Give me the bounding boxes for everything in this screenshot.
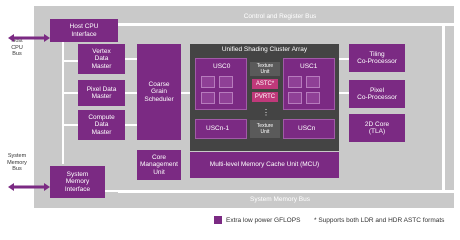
usc0-label: USC0: [213, 63, 231, 70]
vertex-to-scheduler-line: [125, 58, 137, 60]
mcu-block: Multi-level Memory Cache Unit (MCU): [190, 152, 339, 178]
texture-unit-bottom: Texture Unit: [250, 120, 280, 138]
legend-astc-note: * Supports both LDR and HDR ASTC formats: [314, 217, 445, 224]
usc1-label: USC1: [300, 63, 318, 70]
usc1-core-c: [288, 92, 302, 104]
vertex-feed-line: [62, 60, 78, 62]
control-bus-right-drop: [442, 23, 445, 193]
tiling-coprocessor-block: Tiling Co-Processor: [349, 44, 405, 72]
control-bus-label: Control and Register Bus: [243, 13, 317, 20]
uscn-block: [283, 119, 335, 139]
compute-data-master-block: Compute Data Master: [78, 110, 125, 140]
memory-bus-line: [118, 190, 454, 193]
uscn-label: USCn: [298, 125, 316, 132]
legend-gflops-label: Extra low power GFLOPS: [226, 217, 301, 224]
pixel-coprocessor-block: Pixel Co-Processor: [349, 80, 405, 108]
usca-title: Unified Shading Cluster Array: [221, 46, 308, 53]
usc1-core-d: [306, 92, 320, 104]
system-memory-bus-arrow: [8, 178, 50, 191]
pvrtc-block: PVRTC: [252, 92, 278, 102]
system-memory-interface-block: System Memory Interface: [50, 166, 105, 198]
host-cpu-bus-arrow: [8, 29, 50, 42]
scheduler-to-usca-line: [181, 92, 190, 94]
usc0-core-b: [219, 76, 233, 88]
control-bus-line: [118, 23, 454, 26]
usca-more-dots: ⋮: [262, 108, 270, 117]
compute-to-scheduler-line: [125, 124, 137, 126]
astc-block: ASTC*: [252, 79, 278, 89]
uscn-1-label: USCn-1: [206, 125, 230, 132]
pixel-data-master-block: Pixel Data Master: [78, 80, 125, 106]
coarse-grain-scheduler-block: Coarse Grain Scheduler: [137, 44, 181, 140]
host-cpu-bus-label: Host CPU Bus: [11, 38, 23, 57]
usc1-core-b: [306, 76, 320, 88]
usca-to-tiling-line: [339, 58, 349, 60]
usc1-core-a: [288, 76, 302, 88]
host-to-masters-line: [62, 42, 64, 164]
uscn-1-block: [195, 119, 247, 139]
host-cpu-interface-block: Host CPU Interface: [50, 19, 118, 42]
usc0-core-a: [201, 76, 215, 88]
smi-to-memory-bus-line: [105, 190, 118, 192]
system-memory-bus-label: System Memory Bus: [7, 153, 27, 172]
usca-to-pixel-line: [339, 92, 349, 94]
pixel-to-scheduler-line: [125, 92, 137, 94]
memory-bus-label: System Memory Bus: [250, 196, 310, 203]
pixel-feed-line: [62, 92, 78, 94]
compute-feed-line: [62, 124, 78, 126]
legend-gflops-swatch: [214, 216, 222, 224]
vertex-data-master-block: Vertex Data Master: [78, 44, 125, 74]
core-2d-block: 2D Core (TLA): [349, 114, 405, 142]
usc0-core-d: [219, 92, 233, 104]
texture-unit-top: Texture Unit: [250, 62, 280, 76]
usc0-core-c: [201, 92, 215, 104]
core-management-unit-block: Core Management Unit: [137, 150, 181, 180]
